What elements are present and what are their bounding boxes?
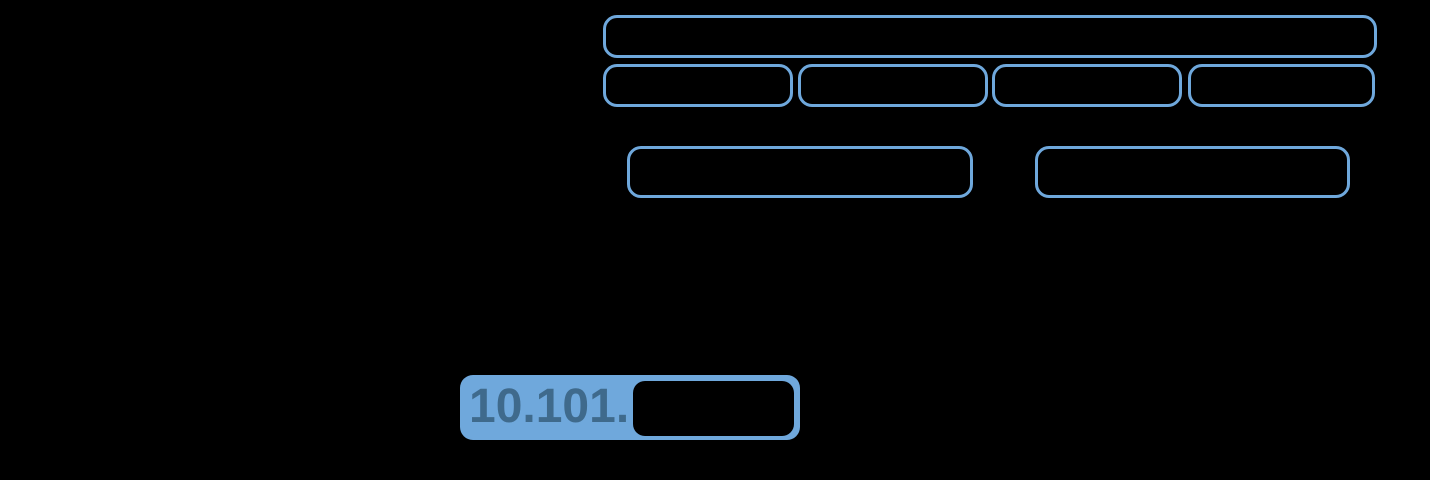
row-answer-box-4[interactable] bbox=[1188, 64, 1375, 107]
middle-answer-box-right[interactable] bbox=[1035, 146, 1350, 198]
ip-octet-blank-box[interactable] bbox=[633, 381, 794, 436]
row-answer-box-3[interactable] bbox=[992, 64, 1182, 107]
row-answer-box-1[interactable] bbox=[603, 64, 793, 107]
ip-address-pill: 10.101. bbox=[460, 375, 800, 440]
top-wide-answer-box[interactable] bbox=[603, 15, 1377, 58]
ip-prefix-text: 10.101. bbox=[469, 380, 630, 433]
middle-answer-box-left[interactable] bbox=[627, 146, 973, 198]
row-answer-box-2[interactable] bbox=[798, 64, 988, 107]
